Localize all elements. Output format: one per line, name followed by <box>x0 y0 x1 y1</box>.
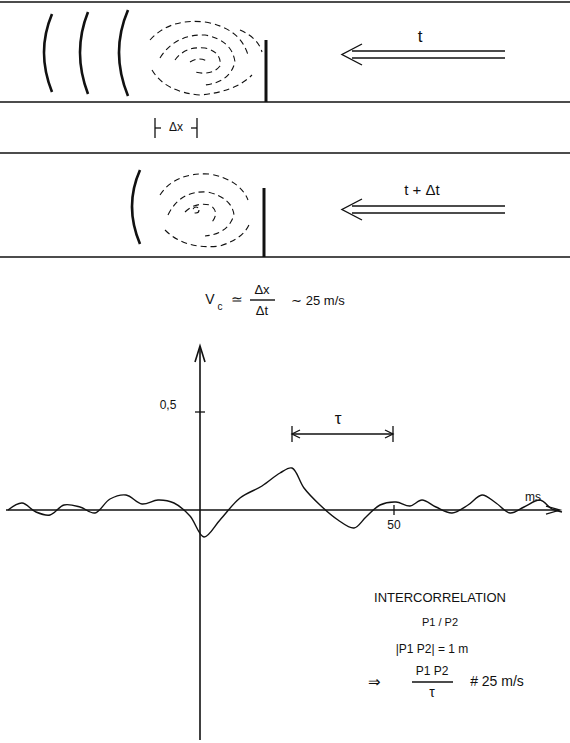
formula-symbol: ⇒ <box>366 674 383 691</box>
formula-subscript: c <box>216 301 225 312</box>
x-axis <box>6 509 558 510</box>
dimension-label: Δx <box>167 121 185 134</box>
dimension-mark <box>155 118 197 138</box>
wave-front <box>132 170 140 244</box>
orifice-plate <box>265 40 268 102</box>
wave-front <box>44 14 52 92</box>
chart-note: |P1 P2| = 1 m <box>394 643 471 656</box>
fraction-bar <box>412 681 453 682</box>
formula-numerator: P1 P2 <box>414 665 451 678</box>
delay-label: τ <box>333 410 344 429</box>
formula-denominator: τ <box>427 685 437 700</box>
time-label: t + Δt <box>402 182 441 199</box>
tau-bracket <box>292 426 393 442</box>
tick <box>195 411 205 412</box>
pipe-wall <box>0 101 570 102</box>
formula-value: # 25 m/s <box>468 674 526 689</box>
wave-front <box>119 10 128 96</box>
fraction-bar <box>250 299 275 300</box>
formula-symbol: ≃ <box>229 292 245 307</box>
wave-front <box>80 12 88 94</box>
orifice-plate <box>263 188 266 257</box>
pipe-wall <box>0 152 570 153</box>
axis-unit: ms <box>523 491 543 504</box>
tick <box>393 505 394 515</box>
chart-note: P1 / P2 <box>420 616 460 628</box>
vortex <box>150 21 262 246</box>
pipe-wall <box>0 1 570 2</box>
chart-title: INTERCORRELATION <box>372 591 508 605</box>
axis-value: 50 <box>385 519 402 532</box>
formula-value: ∼ 25 m/s <box>289 294 347 308</box>
axis-value: 0,5 <box>158 399 179 412</box>
axis-arrow <box>195 346 205 362</box>
time-label: t <box>416 28 425 47</box>
flow-arrow <box>342 44 505 220</box>
correlation-curve <box>8 468 562 537</box>
y-axis <box>199 348 201 740</box>
formula-symbol: V <box>203 292 216 307</box>
pipe-wall <box>0 256 570 257</box>
formula-denominator: Δt <box>254 304 270 318</box>
formula-numerator: Δx <box>252 283 271 297</box>
